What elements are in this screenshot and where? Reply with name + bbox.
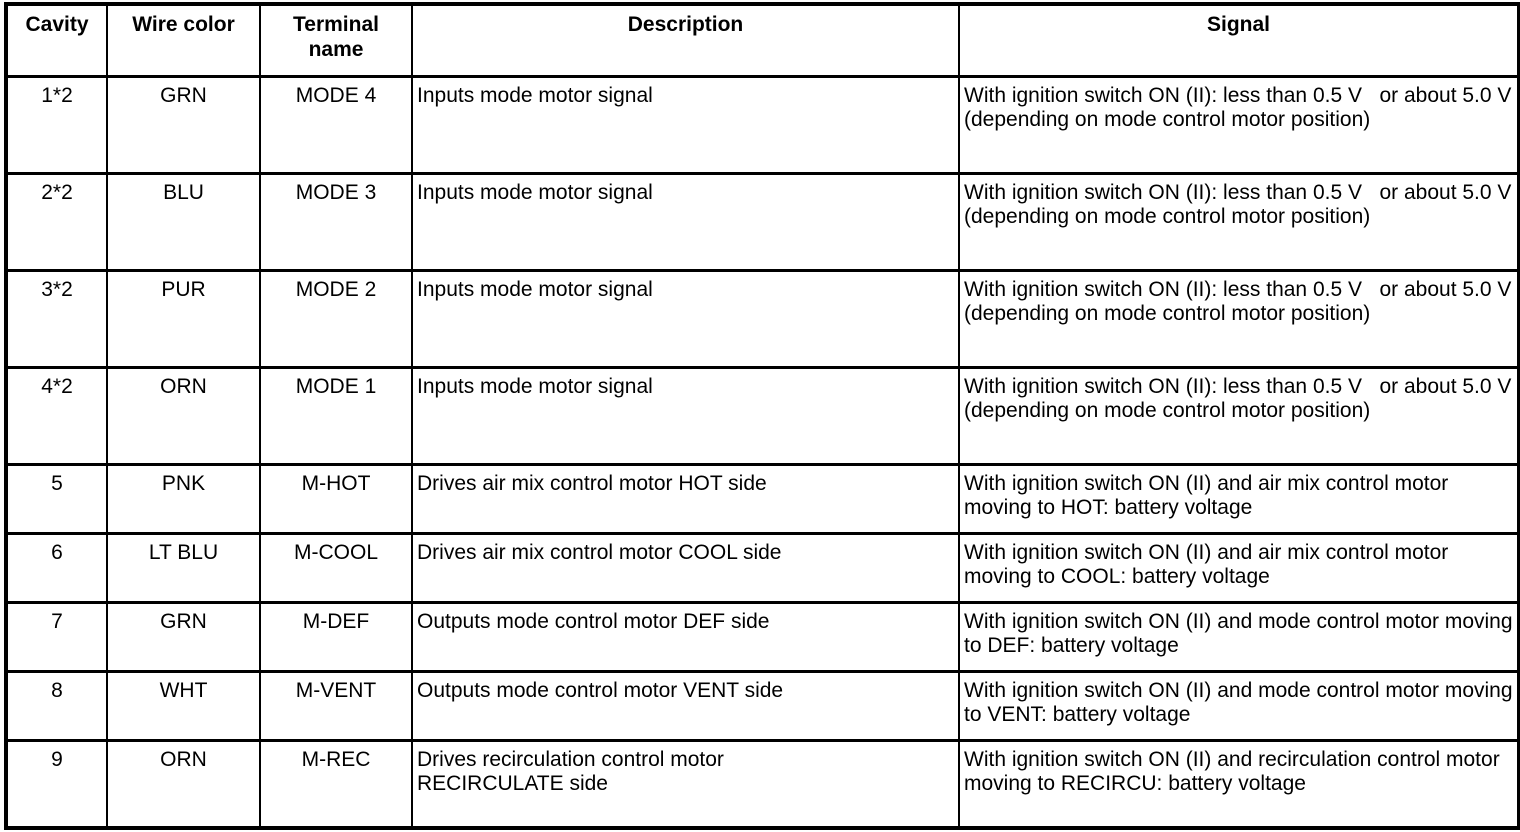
table-row: 6 LT BLU M-COOL Drives air mix control m… — [5, 531, 1520, 604]
table-row: 2*2 BLU MODE 3 Inputs mode motor signal … — [5, 171, 1520, 272]
column-header-signal: Signal — [958, 3, 1520, 78]
cell-signal: With ignition switch ON (II) and mode co… — [958, 600, 1520, 673]
cell-description: Inputs mode motor signal — [411, 268, 960, 369]
cell-cavity: 8 — [5, 669, 108, 742]
cell-signal: With ignition switch ON (II) and recircu… — [958, 738, 1520, 830]
cell-description: Outputs mode control motor VENT side — [411, 669, 960, 742]
cell-wire-color: LT BLU — [106, 531, 261, 604]
table-body: 1*2 GRN MODE 4 Inputs mode motor signal … — [5, 74, 1520, 830]
cell-wire-color: PUR — [106, 268, 261, 369]
table-header: Cavity Wire color Terminal name Descript… — [5, 3, 1520, 78]
cell-terminal-name: M-VENT — [259, 669, 413, 742]
cell-cavity: 9 — [5, 738, 108, 830]
cell-description: Inputs mode motor signal — [411, 365, 960, 466]
table-row: 1*2 GRN MODE 4 Inputs mode motor signal … — [5, 74, 1520, 175]
column-header-terminal-name: Terminal name — [259, 3, 413, 78]
cell-description: Outputs mode control motor DEF side — [411, 600, 960, 673]
cell-wire-color: GRN — [106, 74, 261, 175]
cell-description: Drives air mix control motor HOT side — [411, 462, 960, 535]
cell-signal: With ignition switch ON (II): less than … — [958, 171, 1520, 272]
cell-cavity: 6 — [5, 531, 108, 604]
cell-cavity: 5 — [5, 462, 108, 535]
table-row: 9 ORN M-REC Drives recirculation control… — [5, 738, 1520, 830]
cell-cavity: 4*2 — [5, 365, 108, 466]
cell-terminal-name: MODE 3 — [259, 171, 413, 272]
cell-signal: With ignition switch ON (II) and air mix… — [958, 462, 1520, 535]
cell-terminal-name: MODE 4 — [259, 74, 413, 175]
cell-description: Inputs mode motor signal — [411, 74, 960, 175]
cell-terminal-name: MODE 2 — [259, 268, 413, 369]
connector-terminal-specification-table: Cavity Wire color Terminal name Descript… — [4, 2, 1520, 830]
cell-wire-color: WHT — [106, 669, 261, 742]
cell-wire-color: BLU — [106, 171, 261, 272]
cell-terminal-name: MODE 1 — [259, 365, 413, 466]
column-header-cavity: Cavity — [5, 3, 108, 78]
cell-wire-color: ORN — [106, 738, 261, 830]
cell-signal: With ignition switch ON (II) and air mix… — [958, 531, 1520, 604]
cell-terminal-name: M-COOL — [259, 531, 413, 604]
cell-signal: With ignition switch ON (II): less than … — [958, 268, 1520, 369]
cell-description: Drives recirculation control motor RECIR… — [411, 738, 960, 830]
table-row: 3*2 PUR MODE 2 Inputs mode motor signal … — [5, 268, 1520, 369]
cell-signal: With ignition switch ON (II) and mode co… — [958, 669, 1520, 742]
cell-wire-color: ORN — [106, 365, 261, 466]
cell-signal: With ignition switch ON (II): less than … — [958, 74, 1520, 175]
table-row: 5 PNK M-HOT Drives air mix control motor… — [5, 462, 1520, 535]
table-row: 8 WHT M-VENT Outputs mode control motor … — [5, 669, 1520, 742]
table-row: 7 GRN M-DEF Outputs mode control motor D… — [5, 600, 1520, 673]
cell-wire-color: GRN — [106, 600, 261, 673]
cell-cavity: 2*2 — [5, 171, 108, 272]
table-header-row: Cavity Wire color Terminal name Descript… — [5, 3, 1520, 78]
cell-signal: With ignition switch ON (II): less than … — [958, 365, 1520, 466]
cell-description: Inputs mode motor signal — [411, 171, 960, 272]
cell-terminal-name: M-HOT — [259, 462, 413, 535]
cell-terminal-name: M-REC — [259, 738, 413, 830]
cell-wire-color: PNK — [106, 462, 261, 535]
cell-cavity: 1*2 — [5, 74, 108, 175]
table-row: 4*2 ORN MODE 1 Inputs mode motor signal … — [5, 365, 1520, 466]
cell-cavity: 7 — [5, 600, 108, 673]
column-header-wire-color: Wire color — [106, 3, 261, 78]
cell-description: Drives air mix control motor COOL side — [411, 531, 960, 604]
cell-terminal-name: M-DEF — [259, 600, 413, 673]
column-header-description: Description — [411, 3, 960, 78]
cell-cavity: 3*2 — [5, 268, 108, 369]
